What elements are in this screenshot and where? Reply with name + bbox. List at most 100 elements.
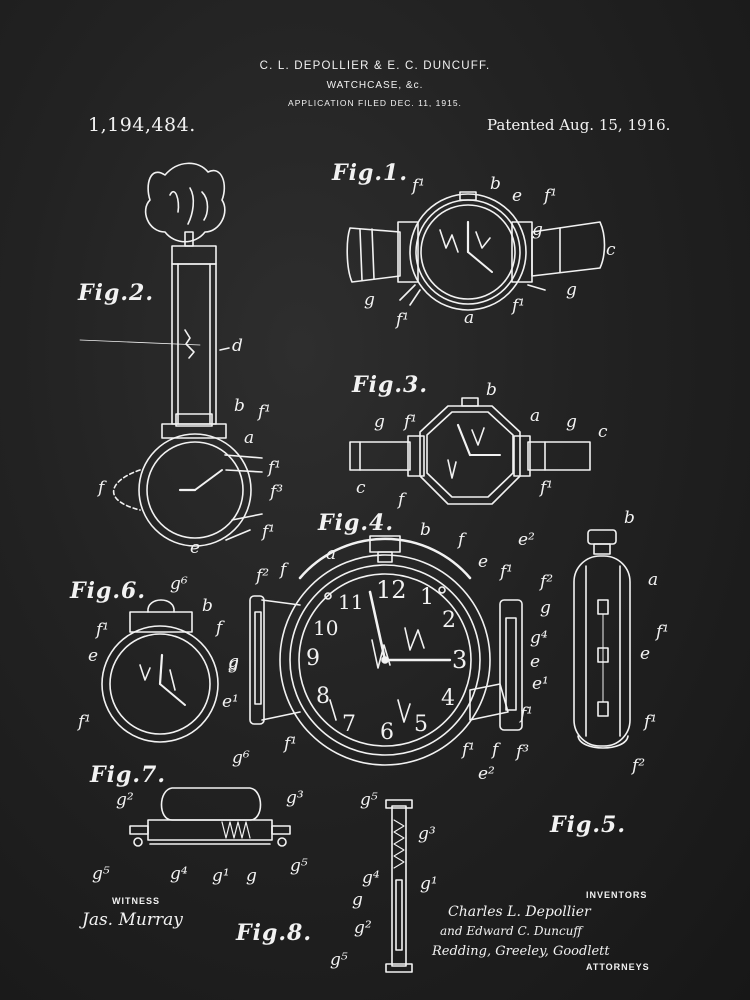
label-a-fig4: a xyxy=(326,544,337,564)
label-g5-fig8b: g⁵ xyxy=(330,950,348,970)
dial-numeral-4: 4 xyxy=(441,686,455,711)
label-f-fig4: f xyxy=(458,530,465,550)
dial-numeral-5: 5 xyxy=(414,712,428,737)
label-g4-fig4: g⁴ xyxy=(530,628,548,648)
label-f1-fig4c: f¹ xyxy=(284,734,298,754)
label-e-fig4: e xyxy=(478,552,489,572)
dial-numeral-1: 1 xyxy=(420,585,434,610)
patent-title: WATCHCASE, &c. xyxy=(326,80,424,91)
attorneys-label: ATTORNEYS xyxy=(586,962,650,972)
fig2-hands xyxy=(180,470,222,490)
label-f1-fig5: f¹ xyxy=(656,622,670,642)
label-g-fig4: g xyxy=(540,598,551,618)
label-f1-fig4: f¹ xyxy=(500,562,514,582)
label-f-fig4b: f xyxy=(280,560,287,580)
label-f3-fig4: f³ xyxy=(516,742,530,762)
label-e2-fig4b: e² xyxy=(478,764,495,784)
label-a-fig1: a xyxy=(464,308,475,328)
label-g2-fig8: g² xyxy=(354,918,372,938)
fig4-drawing xyxy=(250,536,522,765)
label-f1-fig1b: f¹ xyxy=(544,186,558,206)
label-d: d xyxy=(232,336,243,356)
label-b-fig2: b xyxy=(234,396,245,416)
label-e2-fig4: e² xyxy=(518,530,535,550)
label-f1-fig4b: f¹ xyxy=(520,704,534,724)
label-g-fig7: g xyxy=(246,866,257,886)
dial-numeral-7: 7 xyxy=(342,712,356,737)
label-g5-fig8: g⁵ xyxy=(360,790,378,810)
label-f2-fig4b: f² xyxy=(256,566,270,586)
label-f-fig6: f xyxy=(216,618,223,638)
label-b-fig5: b xyxy=(624,508,635,528)
dial-numeral-8: 8 xyxy=(316,684,330,709)
label-c-fig3b: c xyxy=(356,478,366,498)
dial-numeral-10: 10 xyxy=(313,616,339,640)
attorneys-signature: Redding, Greeley, Goodlett xyxy=(432,944,610,959)
dial-numeral-2: 2 xyxy=(442,608,456,633)
fig4-caption: Fig.4. xyxy=(318,510,394,536)
dial-numeral-6: 6 xyxy=(380,720,394,745)
label-f1-fig4d: f¹ xyxy=(462,740,476,760)
label-g-fig3: g xyxy=(374,412,385,432)
fig7-drawing xyxy=(130,788,290,846)
fig3-caption: Fig.3. xyxy=(352,372,428,398)
label-g-fig1c: g xyxy=(364,290,375,310)
label-g3-fig8: g³ xyxy=(418,824,436,844)
fig7-caption: Fig.7. xyxy=(90,762,166,788)
label-g5-fig7: g⁵ xyxy=(92,864,110,884)
label-f2-fig4: f² xyxy=(540,572,554,592)
label-g2-fig7: g² xyxy=(116,790,134,810)
label-g6-fig6: g⁶ xyxy=(170,574,188,594)
label-g6-fig7: g⁶ xyxy=(232,748,250,768)
label-f2-fig5: f² xyxy=(632,756,646,776)
inventors-label: INVENTORS xyxy=(586,890,648,900)
label-g4-fig7: g⁴ xyxy=(170,864,188,884)
patented-date: Patented Aug. 15, 1916. xyxy=(487,116,671,134)
label-f1-fig1: f¹ xyxy=(412,176,426,196)
label-e-fig1: e xyxy=(512,186,523,206)
fig8-drawing xyxy=(386,800,412,972)
inventors-line: C. L. DEPOLLIER & E. C. DUNCUFF. xyxy=(259,60,491,72)
label-e1-fig4b: e¹ xyxy=(222,692,239,712)
fig5-caption: Fig.5. xyxy=(550,812,626,838)
label-e-fig4b: e xyxy=(530,652,541,672)
label-g1-fig7: g¹ xyxy=(212,866,230,886)
fig6-caption: Fig.6. xyxy=(70,578,146,604)
label-a-fig5: a xyxy=(648,570,659,590)
fig3-drawing xyxy=(350,398,590,504)
label-f1-fig1c: f¹ xyxy=(512,296,526,316)
filed-date: APPLICATION FILED DEC. 11, 1915. xyxy=(288,98,462,108)
fig1-caption: Fig.1. xyxy=(332,160,408,186)
label-c-fig1: c xyxy=(606,240,616,260)
label-b-fig6: b xyxy=(202,596,213,616)
label-f1-fig2c: f¹ xyxy=(262,522,276,542)
dial-numeral-11: 11 xyxy=(338,590,364,614)
label-g-fig8: g xyxy=(352,890,363,910)
label-g5-fig7b: g⁵ xyxy=(290,856,308,876)
label-g3-fig7: g³ xyxy=(286,788,304,808)
label-g-fig3b: g xyxy=(566,412,577,432)
label-f1-fig3b: f¹ xyxy=(540,478,554,498)
patent-number: 1,194,484. xyxy=(88,114,196,136)
label-b-fig1: b xyxy=(490,174,501,194)
label-f1-fig3: f¹ xyxy=(404,412,418,432)
fig2-drawing xyxy=(80,163,262,546)
label-g-fig1: g xyxy=(532,220,543,240)
witness-signature: Jas. Murray xyxy=(82,910,183,930)
fig6-drawing xyxy=(102,600,218,742)
label-f3-fig2: f³ xyxy=(270,482,284,502)
inventor-signature-1: Charles L. Depollier xyxy=(448,904,591,920)
label-f1-fig5b: f¹ xyxy=(644,712,658,732)
label-a-fig2: a xyxy=(244,428,255,448)
label-f1-fig6: f¹ xyxy=(96,620,110,640)
dial-numeral-12: 12 xyxy=(376,576,407,604)
fig2-caption: Fig.2. xyxy=(78,280,154,306)
label-g-fig6: g xyxy=(228,654,239,674)
fig8-caption: Fig.8. xyxy=(236,920,312,946)
label-g-fig1b: g xyxy=(566,280,577,300)
label-e1-fig4: e¹ xyxy=(532,674,549,694)
label-g4-fig8: g⁴ xyxy=(362,868,380,888)
label-f-fig3: f xyxy=(398,490,405,510)
